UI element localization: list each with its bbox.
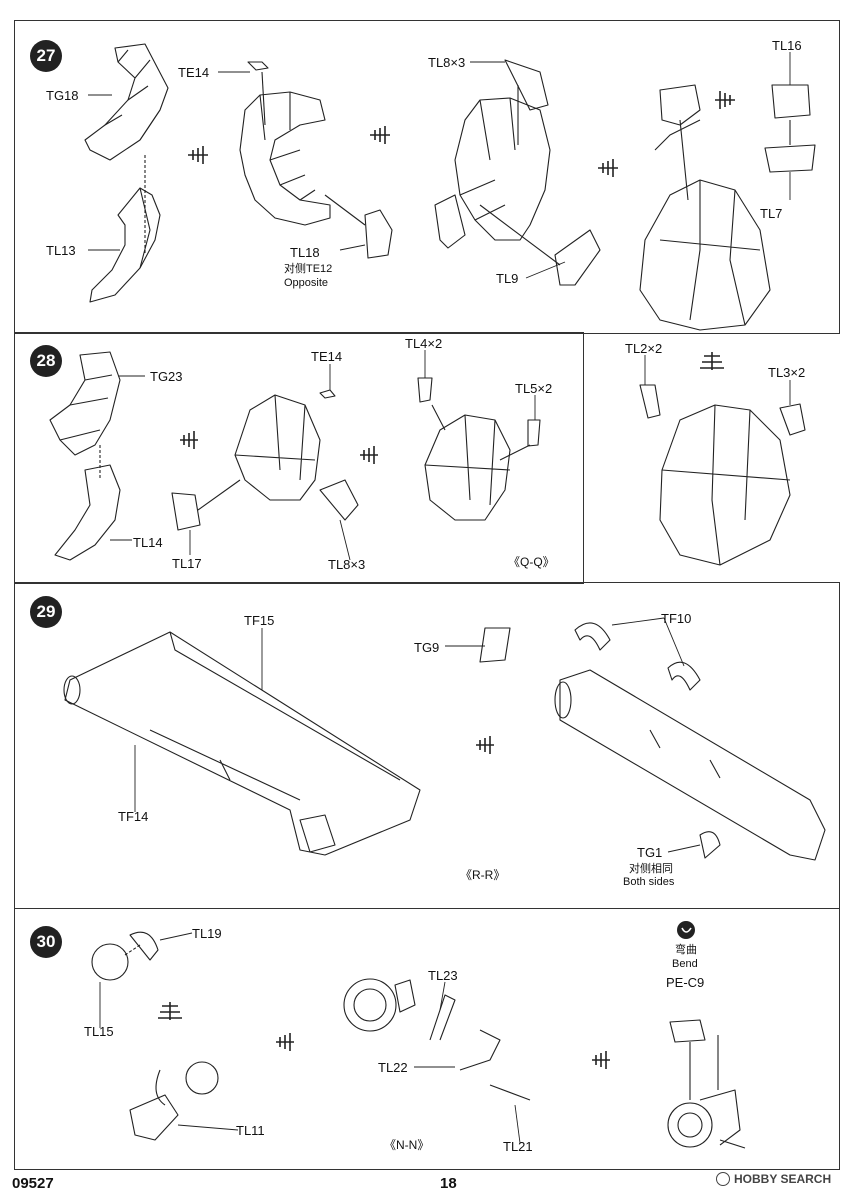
label-tl18: TL18 [290,245,320,260]
label-tg1: TG1 [637,845,663,860]
tl18-note-en: Opposite [284,277,329,289]
view-r-r: 《R-R》 [460,868,506,882]
label-tl16: TL16 [772,38,802,53]
label-tl5: TL5×2 [515,381,553,396]
label-tl14: TL14 [133,535,163,550]
label-tl15: TL15 [84,1024,114,1039]
label-tl11: TL11 [236,1123,265,1138]
label-tg9: TG9 [414,640,440,655]
watermark: HOBBY SEARCH [716,1172,831,1186]
assembly-28d-drawing [639,384,806,566]
label-tf14: TF14 [118,809,149,824]
label-tl22: TL22 [378,1060,408,1075]
label-tl7: TL7 [760,206,783,221]
step-28-badge: 28 [30,345,62,377]
label-tg23: TG23 [150,369,183,384]
view-n-n: 《N-N》 [384,1138,430,1152]
bend-note-cn: 弯曲 [675,944,697,956]
step-29-badge: 29 [30,596,62,628]
step-27-frame [14,20,840,334]
step-30-badge: 30 [30,926,62,958]
step-30-frame [14,908,840,1170]
label-tl3: TL3×2 [768,365,806,380]
bend-note-en: Bend [672,958,698,970]
step-27-badge: 27 [30,40,62,72]
label-tg18: TG18 [46,88,79,103]
label-tl8-28: TL8×3 [328,557,366,572]
label-tl9: TL9 [496,271,519,286]
tg1-note-en: Both sides [623,876,675,888]
label-tf15: TF15 [244,613,275,628]
label-te14-27: TE14 [178,65,210,80]
label-tl2: TL2×2 [625,341,663,356]
label-tf10: TF10 [661,611,692,626]
label-tl21: TL21 [503,1139,533,1154]
tg1-note-cn: 对侧相同 [629,863,673,875]
label-tl13: TL13 [46,243,76,258]
step-28-frame [14,332,584,584]
watermark-text: HOBBY SEARCH [734,1172,832,1186]
label-tl23: TL23 [428,968,458,983]
label-tl17: TL17 [172,556,202,571]
label-te14-28: TE14 [311,349,343,364]
product-code: 09527 [12,1175,54,1192]
label-pe-c9: PE-C9 [666,975,705,990]
step-29-frame [14,582,840,909]
page-number: 18 [440,1175,457,1192]
label-tl8-27: TL8×3 [428,55,466,70]
watermark-logo-icon [716,1172,730,1186]
label-tl19: TL19 [192,926,222,941]
view-q-q: 《Q-Q》 [508,555,555,569]
label-tl4: TL4×2 [405,336,443,351]
tl18-note-cn: 对侧TE12 [284,263,333,275]
